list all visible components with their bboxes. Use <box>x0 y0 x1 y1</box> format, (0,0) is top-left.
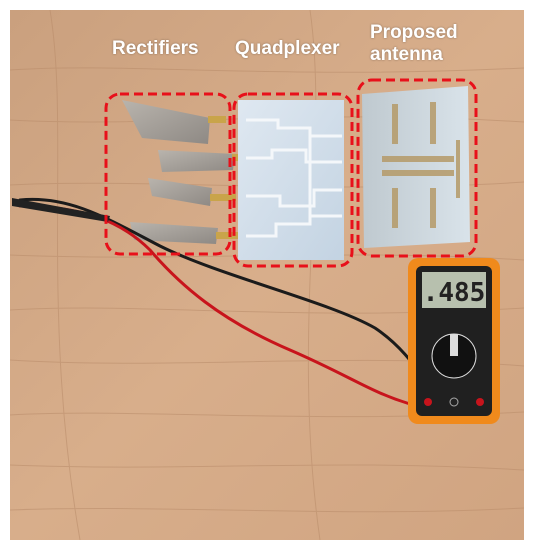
connector-3 <box>210 194 236 201</box>
highlight-boxes <box>104 78 478 268</box>
connector-4 <box>216 232 238 239</box>
photo: .485 <box>10 10 524 540</box>
rectifier-plate-2 <box>158 150 235 172</box>
label-antenna-line1: Proposed <box>370 22 458 43</box>
highlight-antenna <box>356 78 478 258</box>
rectifier-plate-4 <box>130 222 218 244</box>
label-proposed-antenna: Proposed antenna <box>370 22 458 66</box>
label-quadplexer: Quadplexer <box>235 38 340 59</box>
label-rectifiers: Rectifiers <box>112 38 199 59</box>
probe-black <box>12 198 110 222</box>
multimeter <box>408 258 500 424</box>
highlight-rectifiers <box>104 92 232 256</box>
label-antenna-line2: antenna <box>370 44 443 65</box>
meter-reading: .485 <box>423 278 486 308</box>
rectifier-plate-1 <box>122 100 210 144</box>
highlight-quadplexer <box>232 92 354 268</box>
photo-canvas: .485 <box>10 10 524 540</box>
connector-1 <box>208 116 226 123</box>
rectifier-plate-3 <box>148 178 212 206</box>
quadplexer-board <box>238 100 344 260</box>
antenna-board <box>362 86 470 248</box>
